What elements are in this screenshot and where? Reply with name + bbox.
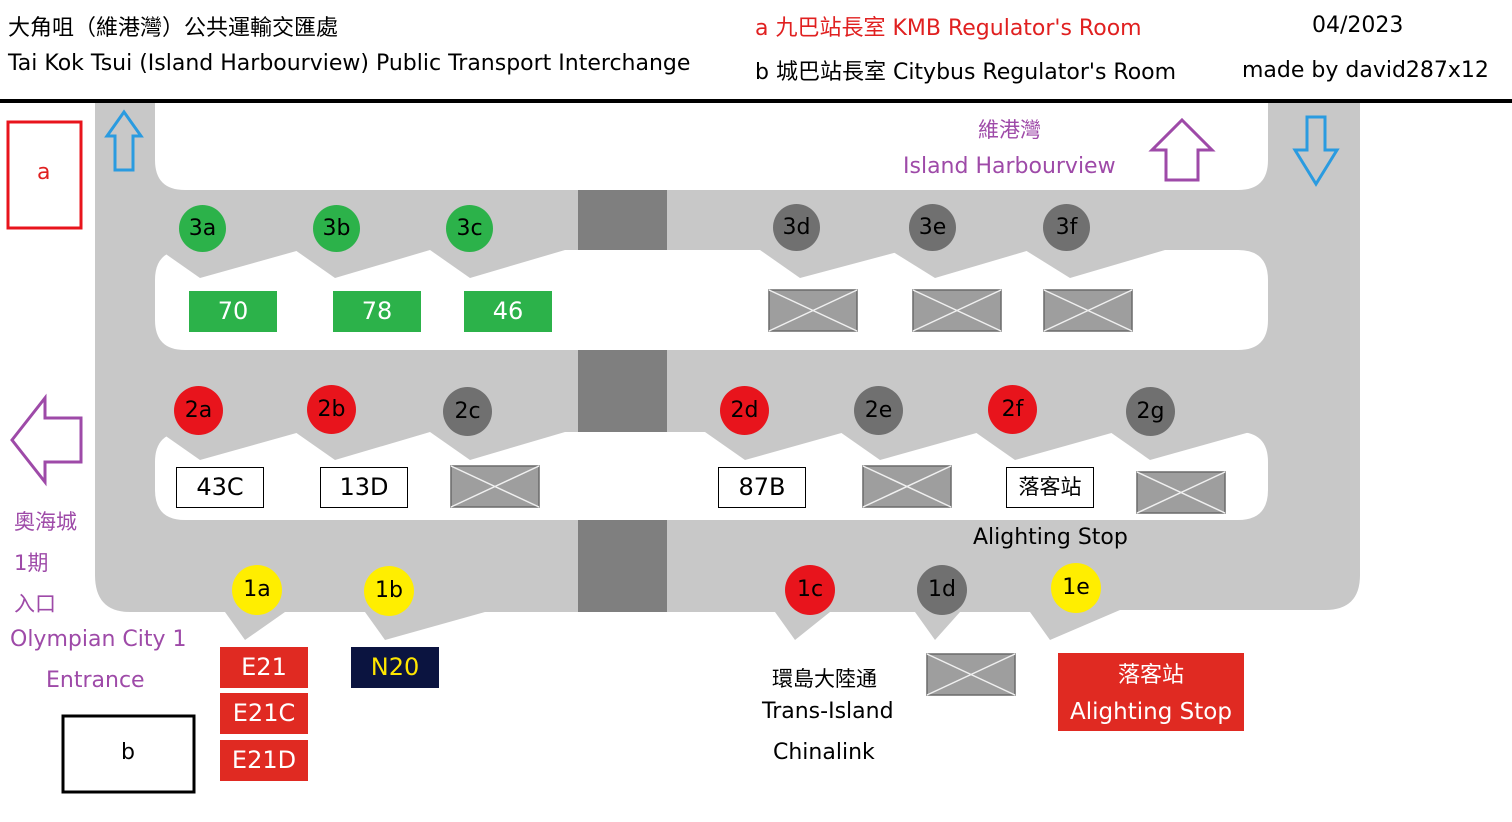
- row2-bay-notches: [160, 432, 1250, 460]
- title-chinese: 大角咀（維港灣）公共運輸交匯處: [8, 16, 339, 41]
- stop-3e: 3e: [909, 204, 956, 251]
- stop-2b: 2b: [307, 385, 356, 434]
- down-arrow-icon: [1292, 115, 1340, 187]
- center-divider-top: [578, 190, 667, 250]
- credit-label: made by david287x12: [1242, 58, 1489, 83]
- stop-3f: 3f: [1043, 204, 1090, 251]
- room-a-box: [6, 120, 83, 230]
- olympian-english-1: Olympian City 1: [10, 627, 187, 652]
- olympian-chinese-3: 入口: [14, 592, 56, 616]
- left-arrow-icon: [10, 393, 83, 487]
- legend-b-citybus: b 城巴站長室 Citybus Regulator's Room: [755, 60, 1177, 85]
- date-label: 04/2023: [1312, 13, 1404, 38]
- stop-3a: 3a: [179, 205, 226, 252]
- route-e21: E21: [220, 647, 308, 688]
- harbourview-english: Island Harbourview: [903, 154, 1116, 179]
- stop-1a: 1a: [232, 565, 282, 615]
- top-road: [155, 103, 1268, 190]
- center-divider-bottom: [578, 520, 667, 612]
- harbourview-chinese: 維港灣: [978, 118, 1041, 142]
- route-e21c: E21C: [220, 693, 308, 734]
- route-13d: 13D: [320, 467, 408, 508]
- alighting-stop-1e-box: 落客站 Alighting Stop: [1058, 653, 1244, 731]
- trans-island-english-1: Trans-Island: [762, 699, 894, 724]
- stop-2d: 2d: [720, 386, 769, 435]
- alighting-stop-1e-chinese: 落客站: [1117, 663, 1184, 688]
- stop-1c: 1c: [785, 565, 835, 615]
- crossed-box-icon: [912, 289, 1002, 332]
- up-arrow-icon: [104, 109, 144, 172]
- trans-island-chinese: 環島大陸通: [772, 667, 877, 691]
- crossed-box-icon: [1136, 471, 1226, 514]
- route-43c: 43C: [176, 467, 264, 508]
- stop-1d: 1d: [917, 565, 967, 615]
- stop-1b: 1b: [364, 566, 414, 616]
- alighting-stop-1e-english: Alighting Stop: [1070, 699, 1232, 725]
- crossed-box-icon: [862, 465, 952, 508]
- stop-2f: 2f: [988, 385, 1037, 434]
- stop-2c: 2c: [443, 387, 492, 436]
- row2-road: [155, 432, 1268, 520]
- header-divider: [0, 99, 1512, 103]
- stop-1e: 1e: [1051, 563, 1101, 613]
- crossed-box-icon: [768, 289, 858, 332]
- room-b-label: b: [121, 740, 135, 765]
- route-87b: 87B: [718, 467, 806, 508]
- route-78: 78: [333, 291, 421, 332]
- crossed-box-icon: [1043, 289, 1133, 332]
- stop-2g: 2g: [1126, 387, 1175, 436]
- stop-3b: 3b: [313, 205, 360, 252]
- olympian-english-2: Entrance: [46, 668, 145, 693]
- route-alighting-2f: 落客站: [1006, 467, 1094, 508]
- route-70: 70: [189, 291, 277, 332]
- up-arrow-icon: [1148, 117, 1216, 182]
- trans-island-english-2: Chinalink: [773, 740, 875, 765]
- route-e21d: E21D: [220, 740, 308, 781]
- route-46: 46: [464, 291, 552, 332]
- stop-2a: 2a: [174, 386, 223, 435]
- olympian-chinese-1: 奧海城: [14, 510, 77, 534]
- alighting-stop-label: Alighting Stop: [973, 525, 1128, 550]
- route-n20: N20: [351, 647, 439, 688]
- olympian-chinese-2: 1期: [14, 551, 49, 575]
- center-divider-mid: [578, 350, 667, 432]
- stop-3c: 3c: [446, 205, 493, 252]
- title-english: Tai Kok Tsui (Island Harbourview) Public…: [8, 51, 691, 76]
- stop-3d: 3d: [773, 204, 820, 251]
- stop-2e: 2e: [854, 386, 903, 435]
- room-b-box: [61, 714, 196, 794]
- room-a-label: a: [37, 160, 51, 185]
- row3-bay-notches: [160, 250, 1165, 278]
- crossed-box-icon: [926, 653, 1016, 696]
- legend-a-kmb: a 九巴站長室 KMB Regulator's Room: [755, 16, 1142, 41]
- crossed-box-icon: [450, 465, 540, 508]
